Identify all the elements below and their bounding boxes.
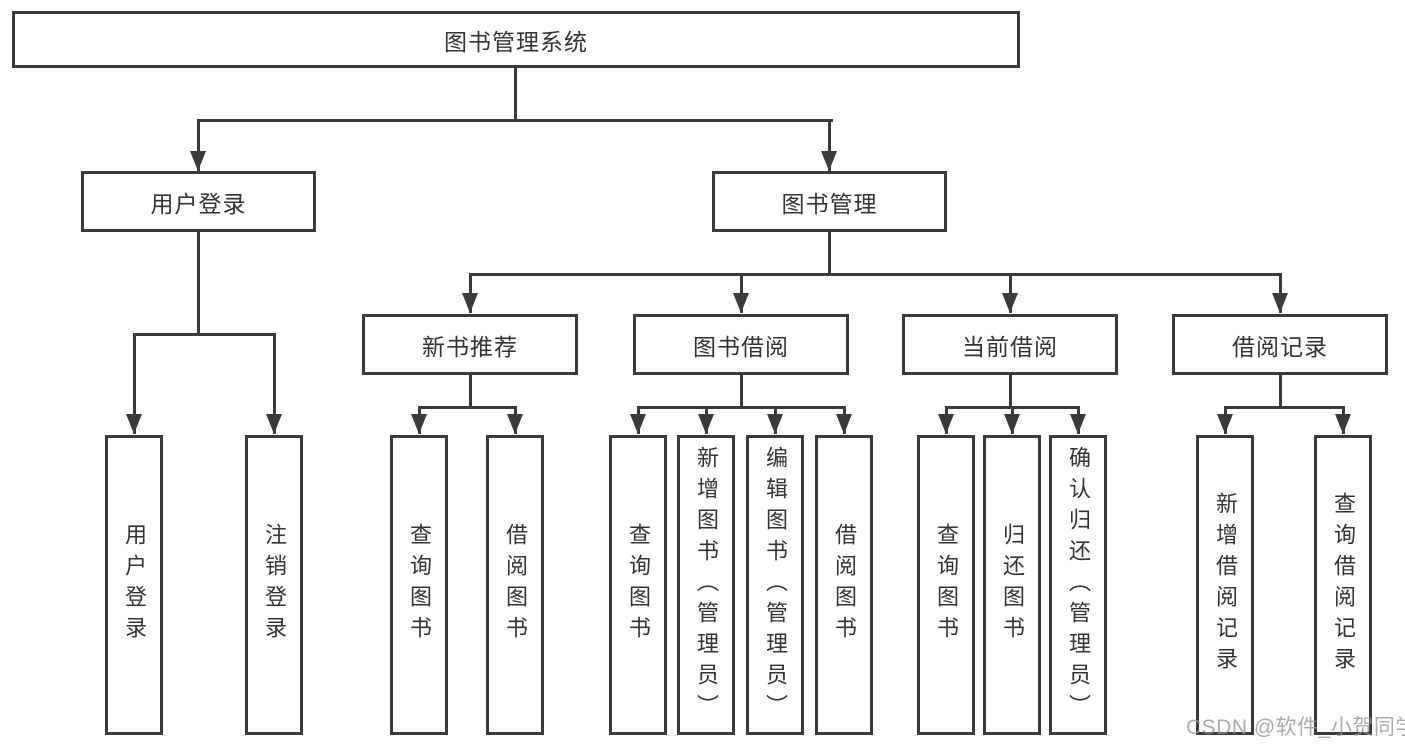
node-book-borrowing: 图书借阅 <box>633 314 849 375</box>
node-user-login: 用户登录 <box>81 171 316 232</box>
leaf-label: 查询图书 <box>407 523 432 647</box>
connector-line <box>1009 375 1012 408</box>
node-borrowing-records: 借阅记录 <box>1172 314 1388 375</box>
connector-line <box>418 406 517 409</box>
connector-line <box>740 375 743 408</box>
leaf-confirm-return-admin: 确认归还（管理员） <box>1049 435 1107 735</box>
connector-line <box>1279 375 1282 408</box>
leaf-label: 归还图书 <box>1000 523 1025 647</box>
leaf-query-books-borrowing: 查询图书 <box>609 435 667 735</box>
arrowhead-down <box>1070 414 1086 434</box>
arrowhead-down <box>733 293 749 313</box>
arrowhead-down <box>630 414 646 434</box>
node-book-management: 图书管理 <box>712 171 947 232</box>
arrowhead-down <box>266 414 282 434</box>
arrowhead-down <box>411 414 427 434</box>
arrowhead-down <box>698 414 714 434</box>
arrowhead-down <box>190 151 206 171</box>
connector-line <box>469 375 472 408</box>
connector-line <box>637 406 845 409</box>
connector-line <box>197 119 200 171</box>
arrowhead-down <box>1272 293 1288 313</box>
connector-line <box>197 119 833 122</box>
leaf-borrow-books-borrowing: 借阅图书 <box>815 435 873 735</box>
leaf-logout: 注销登录 <box>245 435 303 735</box>
leaf-return-books: 归还图书 <box>983 435 1041 735</box>
arrowhead-down <box>938 414 954 434</box>
leaf-label: 新增图书（管理员） <box>694 445 719 725</box>
node-label: 图书管理系统 <box>444 28 588 55</box>
node-library-management-system: 图书管理系统 <box>12 11 1020 68</box>
arrowhead-down <box>507 414 523 434</box>
connector-line <box>273 333 276 434</box>
connector-line <box>1224 406 1344 409</box>
connector-line <box>828 119 831 171</box>
arrowhead-down <box>126 414 142 434</box>
connector-line <box>469 273 1282 276</box>
leaf-label: 编辑图书（管理员） <box>763 445 788 725</box>
node-label: 图书管理 <box>781 190 878 217</box>
connector-line <box>828 232 831 275</box>
leaf-label: 确认归还（管理员） <box>1066 445 1091 725</box>
node-label: 当前借阅 <box>962 333 1058 360</box>
connector-line <box>197 232 200 335</box>
leaf-label: 新增借阅记录 <box>1213 492 1238 678</box>
leaf-label: 借阅图书 <box>832 523 857 647</box>
connector-line <box>133 333 136 434</box>
node-label: 新书推荐 <box>422 333 518 360</box>
arrowhead-down <box>1335 414 1351 434</box>
arrowhead-down <box>1217 414 1233 434</box>
leaf-label: 注销登录 <box>262 523 287 647</box>
leaf-label: 借阅图书 <box>503 523 528 647</box>
node-label: 借阅记录 <box>1232 333 1328 360</box>
arrowhead-down <box>462 293 478 313</box>
leaf-user-login: 用户登录 <box>105 435 163 735</box>
arrowhead-down <box>1004 414 1020 434</box>
node-label: 用户登录 <box>150 190 247 217</box>
arrowhead-down <box>836 414 852 434</box>
leaf-label: 查询图书 <box>626 523 651 647</box>
arrowhead-down <box>821 151 837 171</box>
node-current-borrowing: 当前借阅 <box>902 314 1118 375</box>
leaf-label: 查询图书 <box>934 523 959 647</box>
leaf-query-books-current: 查询图书 <box>917 435 975 735</box>
connector-line <box>514 67 517 120</box>
leaf-label: 用户登录 <box>122 523 147 647</box>
leaf-query-books-recommend: 查询图书 <box>390 435 448 735</box>
arrowhead-down <box>767 414 783 434</box>
node-new-book-recommendation: 新书推荐 <box>362 314 578 375</box>
leaf-query-borrow-record: 查询借阅记录 <box>1314 435 1372 735</box>
node-label: 图书借阅 <box>693 333 789 360</box>
leaf-edit-books-admin: 编辑图书（管理员） <box>746 435 804 735</box>
connector-line <box>133 333 274 336</box>
leaf-add-borrow-record: 新增借阅记录 <box>1196 435 1254 735</box>
leaf-add-books-admin: 新增图书（管理员） <box>677 435 735 735</box>
leaf-label: 查询借阅记录 <box>1331 492 1356 678</box>
leaf-borrow-books-recommend: 借阅图书 <box>486 435 544 735</box>
arrowhead-down <box>1002 293 1018 313</box>
csdn-watermark: CSDN @软件_小贺同学 <box>1186 716 1405 739</box>
